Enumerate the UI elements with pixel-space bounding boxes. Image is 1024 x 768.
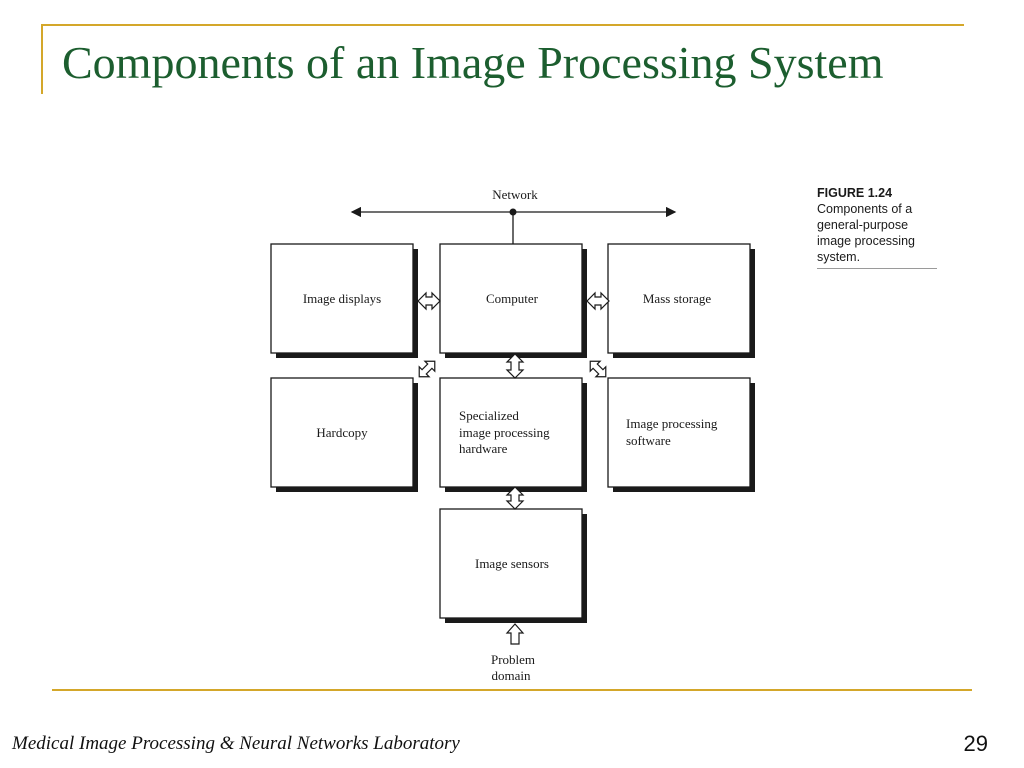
box-label: Specialized [459, 408, 519, 423]
double-arrow-hardware-sensors [505, 486, 525, 510]
box-label: hardware [459, 441, 508, 456]
double-arrow-computer-hardware [505, 353, 525, 379]
caption-line: system. [817, 250, 861, 264]
bottom-rule [52, 689, 972, 691]
figure-caption: FIGURE 1.24 Components of a general-purp… [817, 185, 939, 269]
box-label: Image displays [303, 291, 381, 306]
page-number: 29 [963, 731, 988, 756]
box-computer: Computer [439, 243, 587, 358]
box-hardcopy: Hardcopy [270, 377, 418, 492]
double-arrow-computer-software [589, 360, 607, 378]
network-bus [350, 206, 677, 244]
box-mass-storage: Mass storage [607, 243, 755, 358]
box-label: Computer [486, 291, 539, 306]
double-arrow-computer-hardcopy [418, 360, 436, 378]
caption-rule [817, 268, 937, 269]
problem-domain-label-line1: Problem [491, 652, 535, 667]
left-rule [41, 24, 43, 94]
problem-domain-label-line2: domain [492, 668, 531, 683]
box-specialized-hardware: Specialized image processing hardware [439, 377, 587, 492]
slide-title: Components of an Image Processing System [62, 37, 884, 88]
box-label: software [626, 433, 671, 448]
footer-lab-name: Medical Image Processing & Neural Networ… [12, 733, 460, 754]
caption-line: image processing [817, 234, 915, 248]
box-label: image processing [459, 425, 550, 440]
box-label: Image sensors [475, 556, 549, 571]
box-label: Hardcopy [316, 425, 368, 440]
box-image-processing-software: Image processing software [607, 377, 755, 492]
figure-label: FIGURE 1.24 [817, 186, 893, 200]
caption-line: Components of a [817, 202, 913, 216]
network-label: Network [492, 187, 538, 202]
box-label: Image processing [626, 416, 718, 431]
box-image-sensors: Image sensors [439, 508, 587, 623]
box-label: Mass storage [643, 291, 711, 306]
box-image-displays: Image displays [270, 243, 418, 358]
top-rule [41, 24, 964, 26]
up-arrow-problem-domain [505, 623, 525, 645]
double-arrow-computer-storage [586, 291, 610, 311]
caption-line: general-purpose [817, 218, 909, 232]
double-arrow-displays-computer [417, 291, 441, 311]
